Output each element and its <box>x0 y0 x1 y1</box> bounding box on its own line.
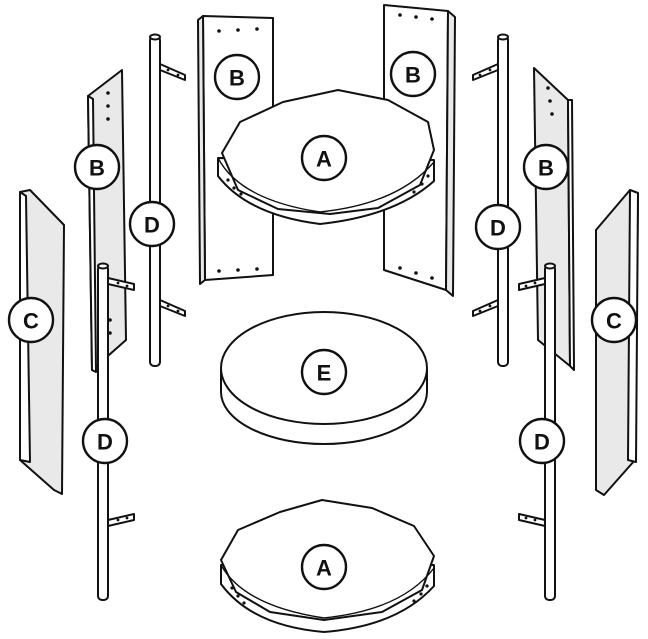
callout-c-left: C <box>7 296 55 344</box>
callout-a-bottom: A <box>300 543 348 591</box>
label-d-front-left: D <box>97 430 113 455</box>
callout-e: E <box>300 348 348 396</box>
panel-b-right <box>533 67 575 371</box>
label-c-right: C <box>606 309 622 334</box>
label-b-back-right: B <box>405 63 421 88</box>
label-d-front-right: D <box>534 430 550 455</box>
callout-c-right: C <box>590 296 638 344</box>
label-c-left: C <box>23 309 39 334</box>
callout-d-front-left: D <box>81 417 129 465</box>
label-a-top: A <box>316 147 332 172</box>
label-a-bottom: A <box>316 556 332 581</box>
label-b-back-left: B <box>229 66 245 91</box>
callout-a-top: A <box>300 134 348 182</box>
callout-b-back-right: B <box>389 50 437 98</box>
panel-c-left <box>19 189 65 495</box>
label-d-back-right: D <box>490 216 506 241</box>
label-b-left: B <box>89 156 105 181</box>
pole-d-back-right <box>472 33 509 367</box>
pole-d-back-left <box>149 33 186 367</box>
callout-b-back-left: B <box>213 53 261 101</box>
callout-d-front-right: D <box>518 417 566 465</box>
callout-d-back-right: D <box>474 203 522 251</box>
callout-b-right: B <box>522 143 570 191</box>
label-d-back-left: D <box>144 213 160 238</box>
callout-d-back-left: D <box>128 200 176 248</box>
callout-b-left: B <box>73 143 121 191</box>
label-b-right: B <box>538 156 554 181</box>
label-e: E <box>317 361 332 386</box>
